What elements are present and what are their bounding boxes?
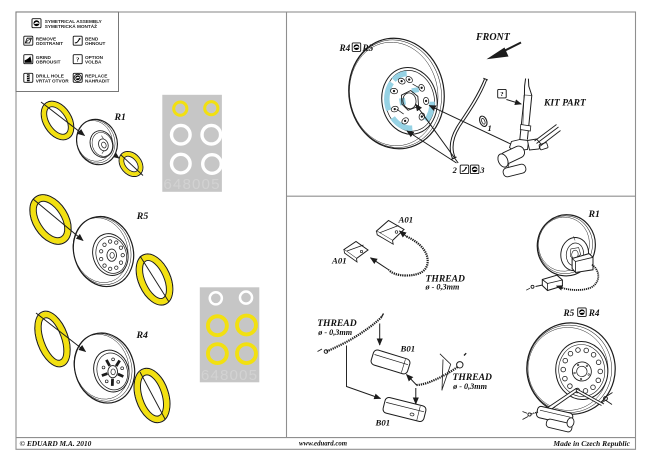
- svg-text:THREAD: THREAD: [453, 372, 493, 383]
- svg-text:DRILL HOLE: DRILL HOLE: [36, 73, 64, 78]
- svg-text:A01: A01: [398, 215, 414, 225]
- svg-text:R4: R4: [136, 330, 149, 341]
- svg-text:ø - 0,3mm: ø - 0,3mm: [452, 382, 487, 391]
- svg-text:R4: R4: [339, 43, 351, 53]
- svg-text:1: 1: [488, 123, 492, 133]
- svg-text:648005: 648005: [163, 176, 220, 193]
- svg-text:?: ?: [500, 91, 503, 98]
- svg-text:R5: R5: [136, 211, 149, 222]
- svg-text:NAHRADIT: NAHRADIT: [85, 78, 110, 83]
- svg-text:THREAD: THREAD: [317, 318, 357, 329]
- svg-text:R1: R1: [588, 209, 600, 220]
- svg-text:OPTION: OPTION: [85, 55, 104, 60]
- svg-text:FRONT: FRONT: [475, 32, 511, 43]
- svg-text:REPLACE: REPLACE: [85, 73, 107, 78]
- svg-text:Made in Czech Republic: Made in Czech Republic: [552, 439, 630, 448]
- svg-text:R1: R1: [114, 112, 126, 123]
- svg-text:A01: A01: [331, 255, 347, 265]
- svg-text:ø - 0,3mm: ø - 0,3mm: [425, 283, 460, 292]
- svg-text:GRIND: GRIND: [36, 55, 52, 60]
- svg-text:© EDUARD M.A. 2010: © EDUARD M.A. 2010: [20, 439, 92, 448]
- svg-text:648005: 648005: [201, 367, 258, 384]
- svg-text:KIT PART: KIT PART: [543, 98, 587, 108]
- svg-text:?: ?: [76, 57, 79, 64]
- svg-text:3: 3: [479, 165, 485, 175]
- svg-text:2: 2: [452, 165, 458, 175]
- svg-text:OHNOUT: OHNOUT: [85, 41, 105, 46]
- svg-text:R5: R5: [362, 43, 374, 53]
- svg-text:R4: R4: [588, 308, 600, 318]
- svg-text:ODSTRANIT: ODSTRANIT: [36, 41, 63, 46]
- svg-text:VRTAT OTVOR: VRTAT OTVOR: [36, 78, 70, 83]
- svg-text:B01: B01: [400, 343, 416, 353]
- svg-text:ø - 0,3mm: ø - 0,3mm: [317, 328, 352, 337]
- svg-text:VOLBA: VOLBA: [85, 60, 102, 65]
- svg-text:www.eduard.com: www.eduard.com: [299, 441, 347, 448]
- svg-text:SYMETRICAL ASSEMBLY: SYMETRICAL ASSEMBLY: [45, 19, 103, 24]
- svg-text:THREAD: THREAD: [426, 273, 466, 284]
- svg-text:R5: R5: [563, 308, 575, 318]
- svg-text:SYMETRICKÁ MONTÁŽ: SYMETRICKÁ MONTÁŽ: [45, 22, 97, 29]
- svg-text:REMOVE: REMOVE: [36, 36, 56, 41]
- svg-text:OBROUSIT: OBROUSIT: [36, 60, 61, 65]
- svg-text:BEND: BEND: [85, 36, 99, 41]
- svg-text:B01: B01: [375, 418, 391, 428]
